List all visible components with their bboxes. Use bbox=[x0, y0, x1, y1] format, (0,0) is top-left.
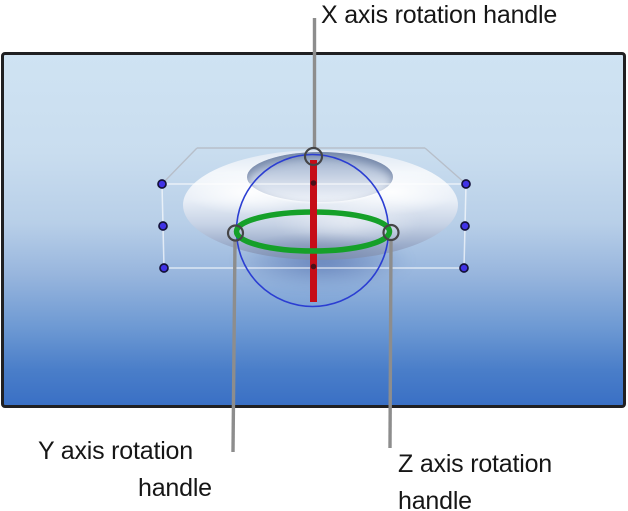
label-z-axis-rotation-handle: Z axis rotation handle bbox=[398, 446, 552, 511]
label-y-line1: Y axis rotation bbox=[38, 437, 193, 465]
canvas-stage bbox=[4, 55, 623, 405]
label-z-line1: Z axis rotation bbox=[398, 450, 553, 478]
torus-highlight bbox=[272, 198, 424, 244]
canvas-viewport[interactable] bbox=[1, 52, 626, 408]
label-z-line2: handle bbox=[398, 487, 472, 511]
label-x-axis-rotation-handle: X axis rotation handle bbox=[321, 1, 558, 29]
torus-hole bbox=[247, 152, 393, 202]
label-y-line2: handle bbox=[138, 474, 212, 502]
label-y-axis-rotation-handle: Y axis rotation handle bbox=[38, 433, 212, 507]
